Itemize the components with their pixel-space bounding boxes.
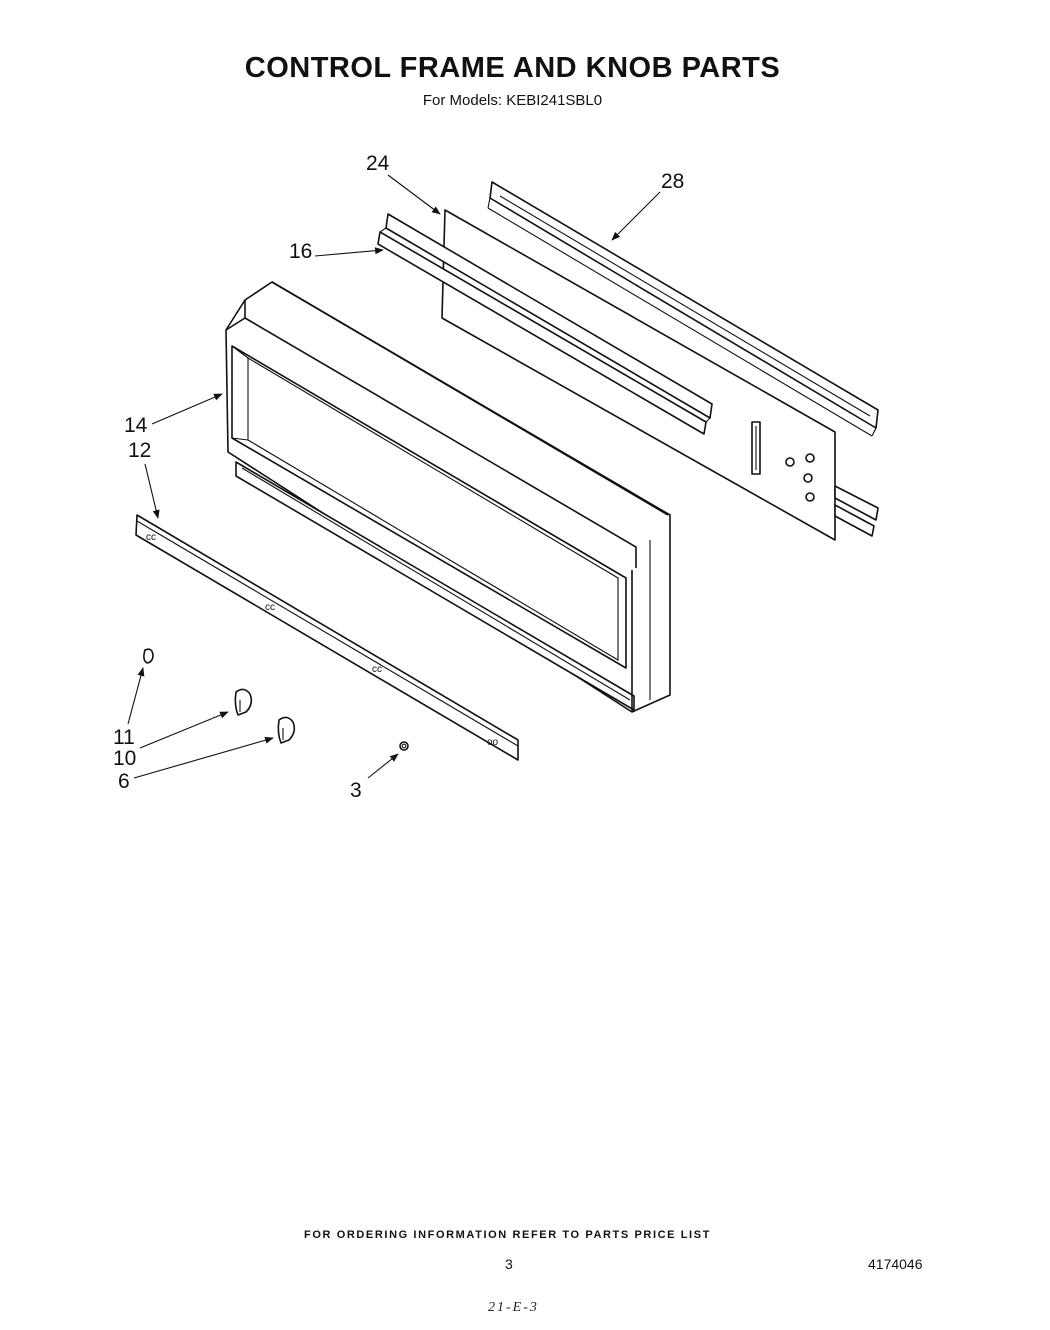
part-12-trim-bar: cc cc cc oo xyxy=(135,514,519,761)
callout-16: 16 xyxy=(289,240,312,263)
part-14-control-frame xyxy=(225,281,671,713)
callout-24: 24 xyxy=(366,152,390,175)
page-title: CONTROL FRAME AND KNOB PARTS xyxy=(244,52,781,84)
svg-text:cc: cc xyxy=(146,532,156,543)
part-6-knob xyxy=(277,716,296,744)
callout-11: 11 xyxy=(113,726,135,749)
callout-12: 12 xyxy=(128,439,151,462)
callout-10: 10 xyxy=(113,747,136,770)
ordering-info-note: FOR ORDERING INFORMATION REFER TO PARTS … xyxy=(304,1229,711,1241)
model-subtitle: For Models: KEBI241SBL0 xyxy=(422,92,603,109)
svg-text:oo: oo xyxy=(487,737,499,748)
svg-text:cc: cc xyxy=(265,602,275,613)
part-28-rail xyxy=(487,181,879,437)
part-10-knob xyxy=(234,688,253,716)
callout-28: 28 xyxy=(661,170,684,193)
callout-3: 3 xyxy=(350,779,362,802)
document-number: 4174046 xyxy=(868,1256,923,1272)
part-3-screw xyxy=(399,741,409,751)
leader-lines xyxy=(127,174,661,779)
callout-6: 6 xyxy=(118,770,130,793)
part-11-knob-small xyxy=(143,648,154,664)
page-number: 3 xyxy=(505,1256,513,1272)
svg-text:cc: cc xyxy=(372,664,382,675)
part-16-trim-strip xyxy=(377,213,713,435)
handwritten-code: 21-E-3 xyxy=(488,1300,539,1315)
callout-labels: 24 28 16 14 12 11 10 6 3 xyxy=(113,152,684,802)
callout-14: 14 xyxy=(124,414,148,437)
